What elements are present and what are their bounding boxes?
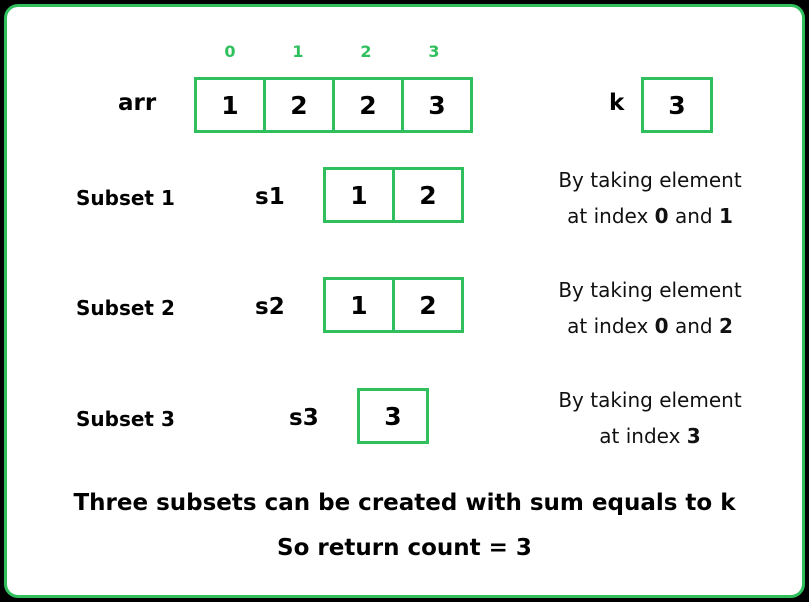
subset-3-desc-line1: By taking element xyxy=(558,388,742,412)
summary-line-2: So return count = 3 xyxy=(277,535,532,561)
subset-2-index-b: 2 xyxy=(718,314,733,338)
subset-1-cell-0: 1 xyxy=(350,180,368,210)
subset-1-description: By taking element at index 0 and 1 xyxy=(530,162,770,234)
subset-3-title: Subset 3 xyxy=(76,407,175,431)
subset-1-cell-1: 2 xyxy=(392,170,461,220)
subset-1-index-b: 1 xyxy=(718,204,733,228)
index-label-2: 2 xyxy=(360,42,372,61)
subset-1-array: 1 2 xyxy=(323,167,464,223)
subset-1-index-a: 0 xyxy=(654,204,669,228)
index-label-0: 0 xyxy=(224,42,236,61)
k-box: 3 xyxy=(641,77,713,133)
subset-2-desc-prefix: at index xyxy=(567,314,649,338)
subset-2-name: s2 xyxy=(255,294,285,320)
subset-2-desc-line1: By taking element xyxy=(558,278,742,302)
arr-cell-0: 1 xyxy=(221,90,239,120)
subset-2-description: By taking element at index 0 and 2 xyxy=(530,272,770,344)
subset-1-title: Subset 1 xyxy=(76,186,175,210)
subset-3-name: s3 xyxy=(289,405,319,431)
subset-2-array: 1 2 xyxy=(323,277,464,333)
summary-line-1: Three subsets can be created with sum eq… xyxy=(73,490,736,516)
subset-2-title: Subset 2 xyxy=(76,296,175,320)
diagram-frame xyxy=(4,4,805,598)
subset-1-desc-line1: By taking element xyxy=(558,168,742,192)
subset-3-desc-prefix: at index xyxy=(599,424,681,448)
arr-label: arr xyxy=(118,90,157,116)
subset-3-desc-line2: at index 3 xyxy=(530,418,770,454)
arr-array: 1 2 2 3 xyxy=(194,77,473,133)
k-value: 3 xyxy=(668,90,686,120)
subset-1-name: s1 xyxy=(255,184,285,210)
arr-cell-1: 2 xyxy=(263,80,332,130)
subset-1-desc-line2: at index 0 and 1 xyxy=(530,198,770,234)
subset-1-desc-conj: and xyxy=(674,204,713,228)
subset-2-cell-0: 1 xyxy=(350,290,368,320)
subset-2-desc-line2: at index 0 and 2 xyxy=(530,308,770,344)
subset-3-index-a: 3 xyxy=(686,424,701,448)
k-label: k xyxy=(609,90,625,116)
index-label-1: 1 xyxy=(292,42,304,61)
arr-cell-2: 2 xyxy=(332,80,401,130)
index-label-3: 3 xyxy=(428,42,440,61)
subset-2-desc-conj: and xyxy=(674,314,713,338)
subset-2-index-a: 0 xyxy=(654,314,669,338)
subset-3-array: 3 xyxy=(357,388,429,444)
subset-2-cell-1: 2 xyxy=(392,280,461,330)
subset-1-desc-prefix: at index xyxy=(567,204,649,228)
arr-cell-3: 3 xyxy=(401,80,470,130)
subset-3-description: By taking element at index 3 xyxy=(530,382,770,454)
subset-3-cell-0: 3 xyxy=(384,401,402,431)
